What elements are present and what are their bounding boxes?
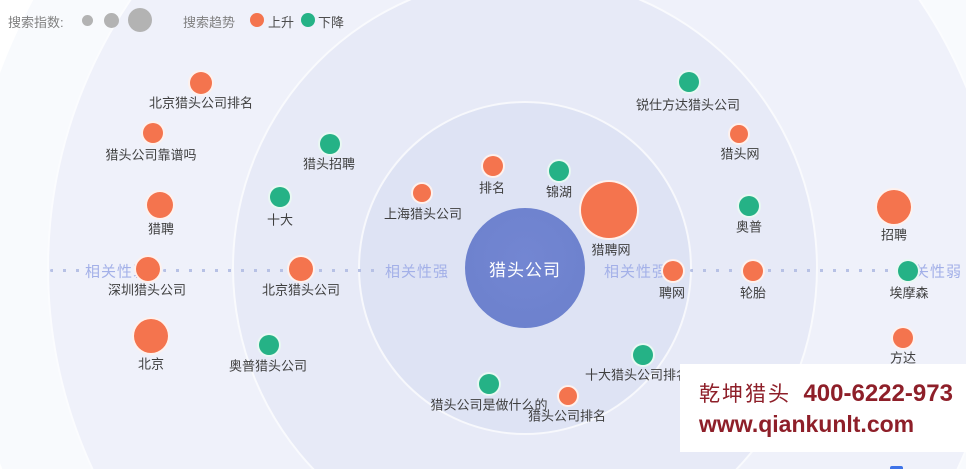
keyword-bubble[interactable]	[661, 259, 685, 283]
keyword-label: 轮胎	[739, 285, 767, 301]
keyword-bubble[interactable]	[141, 121, 165, 145]
keyword-label: 深圳猎头公司	[107, 282, 187, 298]
keyword-bubble[interactable]	[896, 259, 920, 283]
index-size-dot-medium	[104, 13, 119, 28]
keyword-label: 猎头公司是做什么的	[430, 397, 548, 413]
relevance-label-mid-right: 相关性强	[603, 263, 669, 281]
keyword-bubble[interactable]	[287, 255, 315, 283]
keyword-label: 北京	[137, 356, 165, 372]
index-size-dot-small	[82, 15, 93, 26]
keyword-bubble[interactable]	[268, 185, 292, 209]
keyword-bubble[interactable]	[134, 255, 162, 283]
index-size-dot-large	[128, 8, 152, 32]
keyword-bubble[interactable]	[145, 190, 175, 220]
keyword-bubble[interactable]	[677, 70, 701, 94]
keyword-label: 招聘	[880, 227, 908, 243]
center-keyword-bubble[interactable]: 猎头公司	[465, 208, 585, 328]
keyword-bubble[interactable]	[257, 333, 281, 357]
keyword-bubble[interactable]	[741, 259, 765, 283]
relevance-axis-segment	[50, 269, 86, 272]
watermark-line1: 乾坤猎头 400-6222-973	[699, 378, 966, 408]
keyword-label: 猎头公司排名	[527, 408, 607, 424]
keyword-label: 排名	[478, 180, 506, 196]
watermark-box: 乾坤猎头 400-6222-973 www.qiankunlt.com	[680, 364, 966, 452]
keyword-label: 北京猎头公司排名	[148, 95, 254, 111]
keyword-bubble[interactable]	[481, 154, 505, 178]
keyword-label: 锦湖	[545, 184, 573, 200]
watermark-url: www.qiankunlt.com	[699, 411, 915, 437]
keyword-label: 聘网	[658, 285, 686, 301]
relevance-label-left: 相关性弱	[84, 263, 150, 281]
keyword-bubble[interactable]	[318, 132, 342, 156]
keyword-label: 奥普	[735, 219, 763, 235]
keyword-label: 猎聘	[147, 221, 175, 237]
keyword-bubble[interactable]	[631, 343, 655, 367]
keyword-bubble[interactable]	[579, 180, 639, 240]
keyword-bubble[interactable]	[547, 159, 571, 183]
keyword-bubble[interactable]	[132, 317, 170, 355]
keyword-bubble[interactable]	[891, 326, 915, 350]
trend-down-dot	[301, 13, 315, 27]
keyword-label: 猎头招聘	[302, 156, 356, 172]
keyword-label: 锐仕方达猎头公司	[635, 97, 741, 113]
keyword-bubble[interactable]	[557, 385, 579, 407]
keyword-bubble[interactable]	[477, 372, 501, 396]
keyword-bubble[interactable]	[875, 188, 913, 226]
legend-bar: 搜索指数: 搜索趋势 上升 下降	[0, 0, 966, 38]
keyword-label: 北京猎头公司	[261, 282, 341, 298]
relevance-label-mid-left: 相关性强	[384, 263, 450, 281]
watermark-company-name: 乾坤猎头	[699, 383, 791, 406]
keyword-label: 十大猎头公司排名	[584, 367, 690, 383]
trend-up-label: 上升	[268, 15, 295, 30]
relevance-axis-segment	[690, 269, 896, 272]
keyword-bubble[interactable]	[728, 123, 750, 145]
keyword-bubble[interactable]	[737, 194, 761, 218]
trend-up-dot	[250, 13, 264, 27]
keyword-label: 十大	[266, 212, 294, 228]
keyword-label: 埃摩森	[889, 285, 929, 301]
keyword-bubble[interactable]	[188, 70, 214, 96]
search-index-legend-label: 搜索指数:	[8, 15, 64, 30]
search-trend-legend-label: 搜索趋势	[183, 15, 236, 30]
relevance-axis-segment	[163, 269, 381, 272]
keyword-label: 猎头网	[720, 146, 760, 162]
keyword-label: 方达	[889, 350, 917, 366]
keyword-label: 猎头公司靠谱吗	[105, 147, 197, 163]
cut-off-blue-element	[890, 466, 903, 469]
watermark-phone-number: 400-6222-973	[803, 380, 953, 407]
trend-down-label: 下降	[318, 15, 345, 30]
keyword-label: 猎聘网	[591, 242, 631, 258]
keyword-label: 上海猎头公司	[383, 206, 463, 222]
keyword-label: 奥普猎头公司	[228, 358, 308, 374]
keyword-bubble[interactable]	[411, 182, 433, 204]
